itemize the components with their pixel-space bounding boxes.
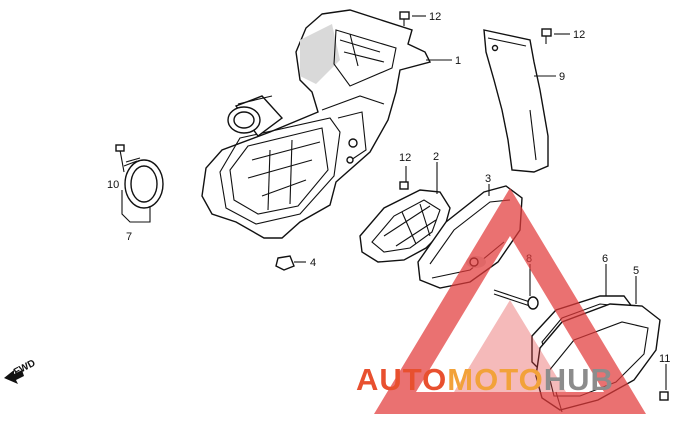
bolt-11: [659, 391, 669, 401]
callout-6: 6: [602, 253, 608, 265]
watermark-part-hub: HUB: [544, 362, 614, 397]
nut-4: [275, 255, 295, 271]
watermark-logo: AUTOMOTOHUB: [356, 188, 646, 414]
callout-2: 2: [433, 151, 439, 163]
clamp-assembly: [123, 157, 164, 209]
callout-10: 10: [107, 179, 119, 191]
intake-tube: [227, 95, 284, 137]
callout-1: 1: [455, 55, 461, 67]
bolt-12-top: [399, 11, 410, 26]
watermark-triangle-icon: [374, 188, 646, 414]
bolt-12-middle: [399, 181, 409, 190]
callout-5: 5: [633, 265, 639, 277]
callout-12-middle: 12: [399, 152, 411, 164]
cover-plate: [483, 29, 549, 173]
callout-3: 3: [485, 173, 491, 185]
callout-9: 9: [559, 71, 565, 83]
forward-arrow-icon: [4, 370, 24, 384]
svg-text:AUTOMOTOHUB: AUTOMOTOHUB: [356, 362, 614, 397]
callout-12-right: 12: [573, 29, 585, 41]
air-cleaner-case: [201, 9, 432, 239]
callout-11: 11: [659, 353, 670, 365]
forward-label: FWD: [12, 358, 37, 378]
bolt-12-right: [541, 28, 552, 44]
forward-direction-indicator: FWD: [4, 358, 37, 384]
watermark-part-auto: AUTO: [356, 362, 447, 397]
watermark-part-moto: MOTO: [447, 362, 543, 397]
screw: [493, 289, 539, 310]
callout-12-top: 12: [429, 11, 441, 23]
element-holder: [359, 189, 451, 263]
callout-labels: 1 2 3 4 5 6 7 8 9 10 11 12 12 12: [107, 11, 670, 365]
callout-4: 4: [310, 257, 316, 269]
leader-lines: [121, 15, 667, 390]
callout-7: 7: [126, 231, 132, 243]
bolt-10: [115, 144, 125, 173]
